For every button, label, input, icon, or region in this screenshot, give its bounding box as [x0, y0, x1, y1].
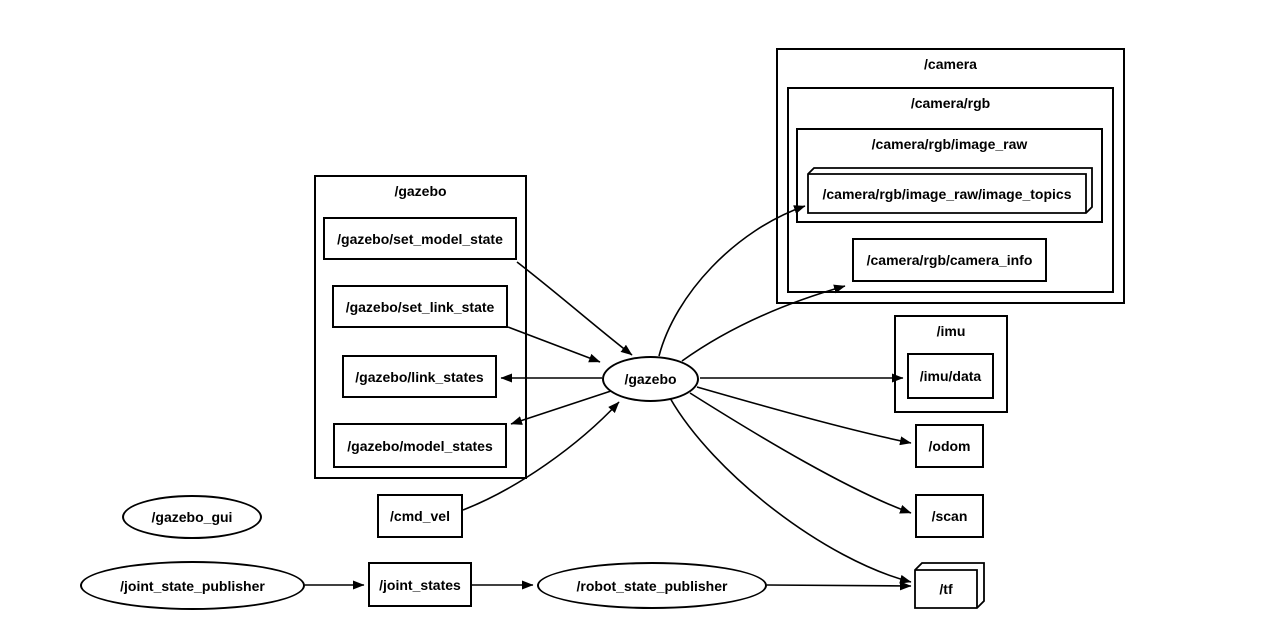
edge-set-model-state-to-gazebo — [516, 261, 633, 356]
cluster-camera-rgb-image-raw-label: /camera/rgb/image_raw — [871, 136, 1028, 152]
topic-tf: /tf — [939, 581, 953, 597]
node-gazebo: /gazebo — [602, 356, 699, 402]
cluster-camera-label: /camera — [924, 56, 977, 72]
edge-gazebo-to-scan — [689, 392, 912, 514]
topic-scan: /scan — [915, 494, 984, 538]
topic-joint-states: /joint_states — [368, 562, 472, 607]
cluster-camera: /camera — [776, 48, 1125, 304]
cluster-imu: /imu — [894, 315, 1008, 413]
edge-cmd-vel-to-gazebo — [462, 401, 620, 511]
node-robot-state-publisher: /robot_state_publisher — [537, 562, 767, 609]
topic-set-model-state: /gazebo/set_model_state — [323, 217, 517, 260]
topic-image-topics: /camera/rgb/image_raw/image_topics — [822, 185, 1072, 202]
edge-set-link-state-to-gazebo — [507, 326, 601, 363]
edge-gazebo-to-odom — [696, 386, 912, 446]
node-joint-state-publisher: /joint_state_publisher — [80, 561, 305, 610]
edge-gazebo-to-tf — [669, 397, 912, 584]
cluster-gazebo-label: /gazebo — [394, 183, 447, 199]
cluster-gazebo: /gazebo — [314, 175, 527, 479]
node-gazebo-gui: /gazebo_gui — [122, 495, 262, 539]
edge-robot-state-publisher-to-tf — [766, 581, 912, 591]
cluster-camera-rgb: /camera/rgb — [787, 87, 1114, 293]
topic-link-states: /gazebo/link_states — [342, 355, 497, 398]
cluster-imu-label: /imu — [936, 323, 966, 339]
topic-imu-data: /imu/data — [907, 353, 994, 399]
cluster-camera-rgb-label: /camera/rgb — [910, 95, 991, 111]
edge-gazebo-to-image-topics — [658, 205, 806, 357]
tf-box3d-shape — [914, 562, 985, 609]
topic-odom: /odom — [915, 424, 984, 468]
edge-gazebo-to-model-states — [510, 390, 612, 425]
topic-set-link-state: /gazebo/set_link_state — [332, 285, 508, 328]
topic-model-states: /gazebo/model_states — [333, 423, 507, 468]
cluster-camera-rgb-image-raw: /camera/rgb/image_raw — [796, 128, 1103, 223]
image-topics-box3d-shape — [807, 167, 1093, 214]
topic-camera-info: /camera/rgb/camera_info — [852, 238, 1047, 282]
topic-cmd-vel: /cmd_vel — [377, 494, 463, 538]
